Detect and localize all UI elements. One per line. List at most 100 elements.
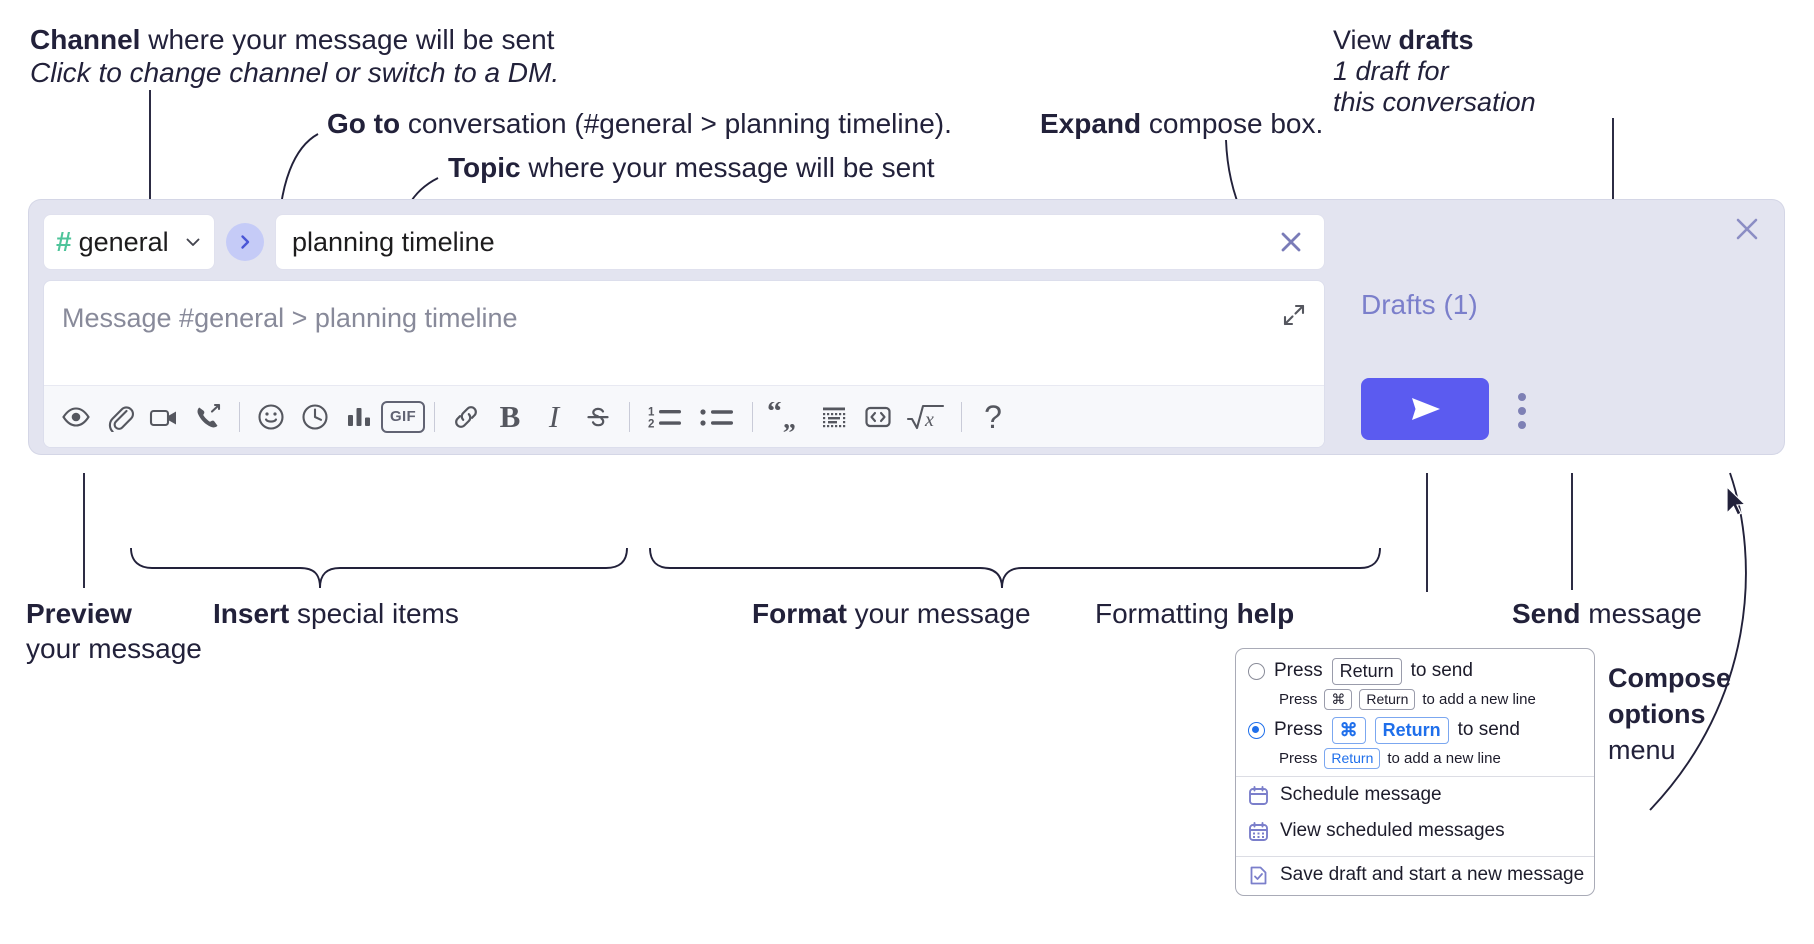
option1-sub-post: to add a new line <box>1422 690 1536 708</box>
annotation-drafts-line2: 1 draft for <box>1333 54 1449 89</box>
annotation-insert: Insert special items <box>213 596 459 632</box>
italic-icon[interactable]: I <box>532 395 576 439</box>
annotation-topic: Topic where your message will be sent <box>448 150 935 186</box>
send-icon <box>1412 398 1440 420</box>
option1-sub-pre: Press <box>1279 690 1318 708</box>
channel-selector-button[interactable]: # general <box>43 214 215 270</box>
link-icon[interactable] <box>444 395 488 439</box>
annotation-help-bold: help <box>1236 598 1295 629</box>
svg-text:„: „ <box>783 405 796 432</box>
radio-cmd-return-to-send[interactable] <box>1248 721 1265 739</box>
annotation-preview-line2-text: your message <box>26 633 202 664</box>
latex-icon[interactable]: x <box>900 395 952 439</box>
option2-pre: Press <box>1274 719 1323 741</box>
annotation-channel: Channel where your message will be sent <box>30 22 554 58</box>
code-icon[interactable] <box>856 395 900 439</box>
annotation-send-bold: Send <box>1512 598 1581 629</box>
clock-icon[interactable] <box>293 395 337 439</box>
audio-call-icon[interactable] <box>186 395 230 439</box>
calendar-grid-icon <box>1248 821 1269 842</box>
message-input[interactable]: Message #general > planning timeline <box>44 281 1324 385</box>
option1-pre: Press <box>1274 660 1323 682</box>
compose-options-menu: Press Return to send Press ⌘ Return to a… <box>1235 648 1595 896</box>
message-compose-box: Message #general > planning timeline <box>43 280 1325 448</box>
annotation-drafts-line3-text: this conversation <box>1333 87 1536 117</box>
annotation-format: Format your message <box>752 596 1031 632</box>
bold-icon[interactable]: B <box>488 395 532 439</box>
annotation-channel-rest: where your message will be sent <box>140 24 555 55</box>
kbd-return: Return <box>1324 747 1381 769</box>
radio-return-to-send[interactable] <box>1248 662 1265 680</box>
close-icon[interactable] <box>1730 212 1764 246</box>
topic-value: planning timeline <box>292 226 495 257</box>
menu-item-save-draft[interactable]: Save draft and start a new message <box>1236 857 1594 895</box>
annotation-insert-rest: special items <box>289 598 459 629</box>
option2-post: to send <box>1457 719 1520 741</box>
blockquote-icon[interactable]: “„ <box>762 395 812 439</box>
annotation-goto-bold: Go to <box>327 108 401 139</box>
option1-post: to send <box>1410 660 1473 682</box>
annotation-channel-bold: Channel <box>30 24 141 55</box>
attachment-icon[interactable] <box>98 395 142 439</box>
kbd-return: Return <box>1374 717 1449 744</box>
toolbar-divider <box>752 401 753 432</box>
compose-options-button[interactable] <box>1507 391 1537 431</box>
gif-label: GIF <box>381 400 425 433</box>
emoji-icon[interactable] <box>249 395 293 439</box>
menu-item-label: Schedule message <box>1280 784 1442 805</box>
toolbar-divider <box>629 401 630 432</box>
help-icon[interactable]: ? <box>971 395 1015 439</box>
strikethrough-icon[interactable] <box>576 395 620 439</box>
expand-icon[interactable] <box>1278 299 1310 331</box>
option2-sub-row: Press Return to add a new line <box>1279 747 1594 769</box>
send-button[interactable] <box>1361 378 1489 440</box>
option2-sub-pre: Press <box>1279 749 1318 767</box>
option1-main-row: Press Return to send <box>1248 658 1594 685</box>
svg-text:2: 2 <box>648 418 654 430</box>
toolbar-divider <box>961 401 962 432</box>
compose-right-column: Drafts (1) <box>1347 213 1767 441</box>
annotation-expand-bold: Expand <box>1040 108 1142 139</box>
annotation-compose-options-line2: options <box>1608 699 1706 729</box>
annotation-channel-sub: Click to change channel or switch to a D… <box>30 55 559 91</box>
compose-header-row: # general planning timeline <box>43 213 1325 271</box>
menu-divider <box>1236 856 1594 857</box>
annotation-drafts-line2-text: 1 draft for <box>1333 56 1449 86</box>
code-block-icon[interactable] <box>812 395 856 439</box>
channel-name-label: general <box>78 226 169 257</box>
menu-item-view-scheduled-messages[interactable]: View scheduled messages <box>1236 813 1594 849</box>
menu-option-cmd-return-to-send[interactable]: Press ⌘ Return to send Press Return to a… <box>1236 716 1594 769</box>
kbd-command: ⌘ <box>1324 688 1353 710</box>
bulleted-list-icon[interactable] <box>691 395 743 439</box>
bold-label: B <box>499 399 521 434</box>
menu-item-label: View scheduled messages <box>1280 820 1505 841</box>
menu-item-label: Save draft and start a new message <box>1280 864 1585 885</box>
annotation-insert-bold: Insert <box>213 598 290 629</box>
option2-main-row: Press ⌘ Return to send <box>1248 717 1594 744</box>
annotation-format-bold: Format <box>752 598 847 629</box>
topic-input[interactable]: planning timeline <box>275 214 1325 270</box>
annotation-format-rest: your message <box>846 598 1031 629</box>
chevron-down-icon <box>184 233 202 251</box>
message-placeholder: Message #general > planning timeline <box>62 303 518 333</box>
drafts-link[interactable]: Drafts (1) <box>1361 289 1478 320</box>
menu-option-return-to-send[interactable]: Press Return to send Press ⌘ Return to a… <box>1236 657 1594 710</box>
clear-topic-icon[interactable] <box>1274 225 1308 259</box>
preview-icon[interactable] <box>54 395 98 439</box>
annotation-goto-rest: conversation (#general > planning timeli… <box>400 108 952 139</box>
italic-label: I <box>548 399 560 434</box>
annotation-compose-options-2: options <box>1608 697 1705 732</box>
menu-item-schedule-message[interactable]: Schedule message <box>1236 777 1594 813</box>
go-to-conversation-button[interactable] <box>226 223 264 261</box>
svg-text:1: 1 <box>648 406 655 418</box>
annotation-drafts-bold: drafts <box>1398 25 1474 55</box>
annotation-formatting-help: Formatting help <box>1095 596 1294 632</box>
gif-icon[interactable]: GIF <box>381 395 425 439</box>
annotation-expand-rest: compose box. <box>1141 108 1324 139</box>
svg-text:x: x <box>924 409 934 431</box>
video-icon[interactable] <box>142 395 186 439</box>
poll-icon[interactable] <box>337 395 381 439</box>
annotation-goto: Go to conversation (#general > planning … <box>327 106 952 142</box>
